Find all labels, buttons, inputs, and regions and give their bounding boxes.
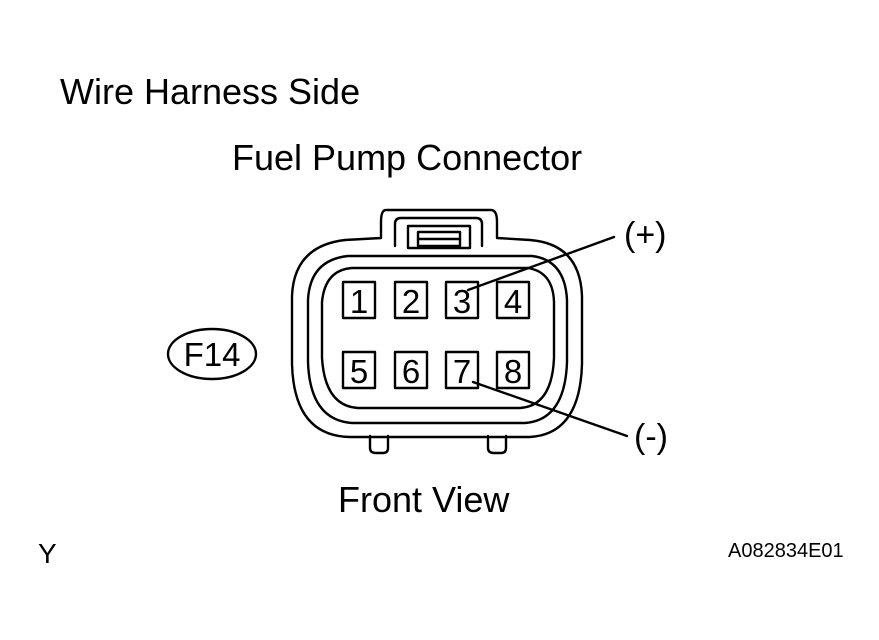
terminal-number: 4 (504, 283, 522, 320)
connector-code-callout: F14 (166, 327, 258, 381)
terminal-cavity-7 (444, 350, 480, 390)
terminal-cavity-6 (393, 350, 429, 390)
terminal-cavities (341, 280, 531, 390)
terminal-number: 6 (402, 353, 420, 390)
locking-tab (393, 216, 484, 250)
terminal-number: 5 (350, 353, 368, 390)
terminal-cavity-2 (393, 280, 429, 320)
negative-label: (-) (634, 418, 668, 456)
positive-label: (+) (624, 216, 667, 254)
callout-leaders (466, 235, 629, 438)
positive-leader-line (466, 235, 616, 292)
connector-code-ellipse (166, 327, 258, 381)
terminal-cavity-3 (444, 280, 480, 320)
terminal-number: 2 (402, 283, 420, 320)
connector-shell (290, 208, 584, 455)
front-view-label: Front View (338, 479, 510, 520)
terminal-cavity-4 (495, 280, 531, 320)
negative-leader-line (471, 380, 629, 438)
vehicle-code-label: Y (38, 538, 57, 569)
connector-title: Fuel Pump Connector (232, 137, 583, 178)
figure-id-label: A082834E01 (728, 540, 844, 562)
terminal-number: 8 (504, 353, 522, 390)
terminal-cavity-8 (495, 350, 531, 390)
terminal-number: 1 (350, 283, 368, 320)
terminal-cavity-1 (341, 280, 377, 320)
connector-code-label: F14 (184, 336, 241, 373)
harness-side-label: Wire Harness Side (60, 71, 361, 112)
terminal-cavity-5 (341, 350, 377, 390)
terminal-number: 7 (453, 353, 471, 390)
terminal-number: 3 (453, 283, 471, 320)
